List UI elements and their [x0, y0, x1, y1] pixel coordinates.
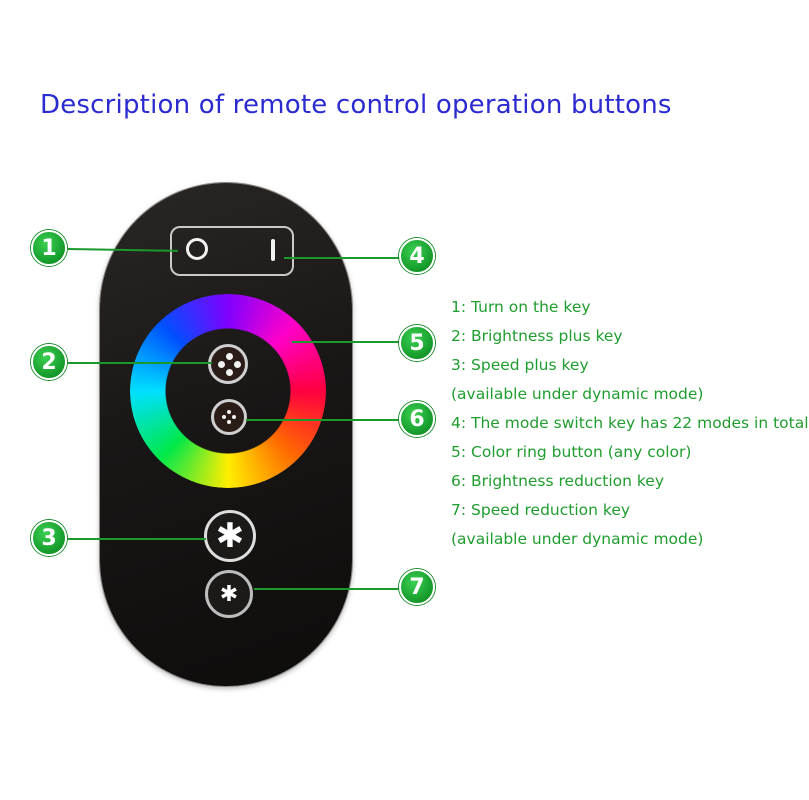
legend-item: (available under dynamic mode) [451, 530, 704, 548]
dot-icon [232, 415, 236, 419]
asterisk-icon: ✱ [219, 581, 239, 607]
callout-badge-6: 6 [399, 401, 435, 437]
callout-badge-1: 1 [31, 230, 67, 266]
legend-item: 1: Turn on the key [451, 298, 591, 316]
leader-line-6 [246, 419, 402, 421]
callout-badge-4: 4 [399, 238, 435, 274]
legend-item: (available under dynamic mode) [451, 385, 704, 403]
dot-icon [227, 420, 231, 424]
brightness-plus-button[interactable] [208, 344, 248, 384]
dot-icon [226, 353, 233, 360]
dot-icon [218, 361, 225, 368]
legend-item: 3: Speed plus key [451, 356, 589, 374]
legend-item: 5: Color ring button (any color) [451, 443, 692, 461]
dot-icon [226, 369, 233, 376]
asterisk-icon: ✱ [215, 516, 245, 556]
page-title: Description of remote control operation … [40, 90, 672, 120]
leader-line-4 [284, 257, 402, 259]
leader-line-7 [254, 588, 402, 590]
callout-badge-2: 2 [31, 344, 67, 380]
leader-line-3 [68, 538, 206, 540]
brightness-reduction-button[interactable] [211, 399, 247, 435]
legend-item: 7: Speed reduction key [451, 501, 631, 519]
legend-item: 2: Brightness plus key [451, 327, 623, 345]
power-off-icon[interactable] [186, 238, 208, 260]
callout-badge-5: 5 [399, 325, 435, 361]
leader-line-5 [292, 341, 402, 343]
legend-item: 4: The mode switch key has 22 modes in t… [451, 414, 809, 432]
callout-badge-3: 3 [31, 520, 67, 556]
speed-plus-button[interactable]: ✱ [204, 510, 256, 562]
power-on-icon[interactable] [271, 239, 275, 261]
legend-item: 6: Brightness reduction key [451, 472, 665, 490]
color-ring-button[interactable] [130, 294, 326, 488]
legend: 1: Turn on the key 2: Brightness plus ke… [451, 293, 809, 554]
leader-line-2 [68, 362, 212, 364]
dot-icon [222, 415, 226, 419]
speed-reduction-button[interactable]: ✱ [205, 570, 253, 618]
callout-badge-7: 7 [399, 569, 435, 605]
dot-icon [234, 361, 241, 368]
dot-icon [227, 410, 231, 414]
